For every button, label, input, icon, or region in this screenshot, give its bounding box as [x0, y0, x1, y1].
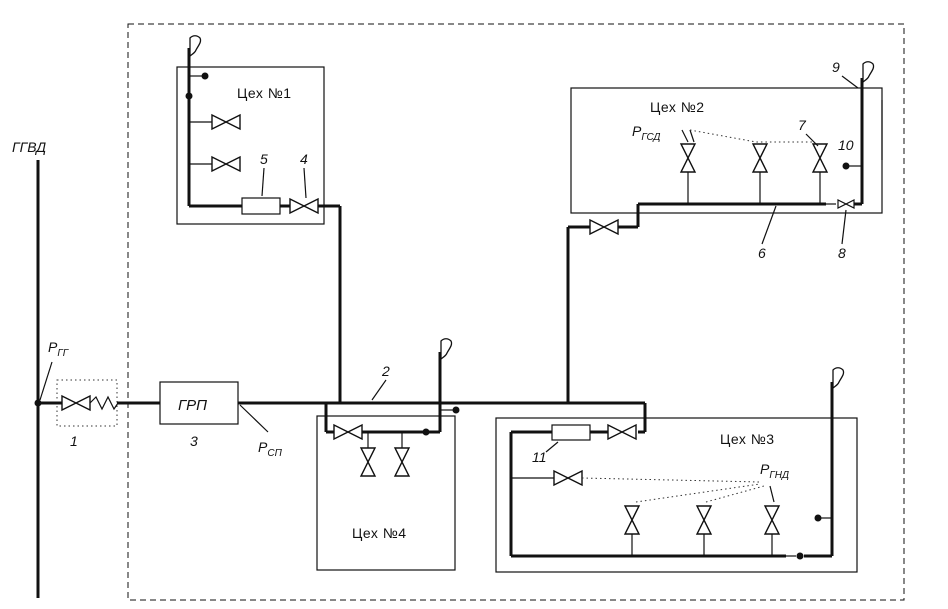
- label-1: 1: [70, 433, 78, 449]
- label-9: 9: [832, 59, 840, 75]
- label-8: 8: [838, 245, 846, 261]
- shop4-vent-flag-icon: [440, 338, 453, 360]
- label-7: 7: [798, 117, 807, 133]
- p-gg-leader: [39, 361, 53, 401]
- shop2-vent-flag-icon: [862, 61, 875, 83]
- label-4-leader: [303, 167, 307, 199]
- shop1-label: Цех №1: [237, 85, 292, 101]
- shop2-label: Цех №2: [650, 99, 705, 115]
- label-11: 11: [532, 449, 547, 465]
- shop4-valve-icon: [333, 424, 363, 440]
- enterprise-boundary: [127, 23, 905, 601]
- label-5-leader: [261, 167, 265, 197]
- shop1-sampler-icon: [185, 92, 193, 100]
- shop2-valve-8-icon: [837, 199, 855, 209]
- shop4-burner-valve-1-icon: [360, 447, 376, 477]
- shop4-gauge-icon: [422, 428, 430, 436]
- shop2-box: [570, 87, 883, 214]
- shop1-burner-valve-2-icon: [211, 114, 241, 130]
- p-gsd-dotted-link: [689, 129, 812, 143]
- p-gnd-dotted-2: [705, 485, 765, 503]
- shop3-burner-valve-3-icon: [764, 505, 780, 535]
- expansion-joint-icon: [89, 395, 119, 411]
- shop3-meter-11-icon: [551, 424, 591, 441]
- shop2-burner-valve-1-icon: [680, 143, 696, 173]
- p-sp-leader: [239, 404, 269, 433]
- shop1-burner-valve-1-icon: [211, 156, 241, 172]
- label-5: 5: [260, 151, 268, 167]
- main-line-label: ГГВД: [12, 139, 46, 155]
- p-gnd-dotted-1: [635, 483, 761, 503]
- p-gnd-leader: [769, 485, 775, 503]
- label-7-leader: [805, 133, 819, 147]
- label-3: 3: [190, 433, 198, 449]
- inlet-valve-icon: [61, 395, 91, 411]
- shop1-meter-5-icon: [241, 197, 281, 215]
- shop1-vent-flag-icon: [189, 35, 202, 57]
- shop2-burner-valve-3-icon: [812, 143, 828, 173]
- shop3-vent-flag-icon: [832, 367, 845, 389]
- shop4-box: [316, 415, 456, 571]
- shop1-valve-4-icon: [289, 198, 319, 214]
- label-8-leader: [841, 209, 847, 245]
- shop1-box: [176, 66, 325, 225]
- p-gsd-leader-2: [689, 129, 695, 143]
- p-gnd-label: PГНД: [760, 461, 789, 481]
- label-2-leader: [371, 379, 387, 401]
- p-gg-label: PГГ: [48, 339, 70, 359]
- shop4-gauge-2-icon: [452, 406, 460, 414]
- shop3-box: [495, 417, 858, 573]
- shop3-burner-valve-1-icon: [624, 505, 640, 535]
- shop3-side-valve-icon: [553, 470, 583, 486]
- shop2-gauge-10-icon: [842, 162, 850, 170]
- label-4: 4: [300, 151, 308, 167]
- shop3-outlet-gauge-icon: [796, 552, 804, 560]
- shop2-inlet-valve-icon: [589, 219, 619, 235]
- label-11-leader: [545, 441, 559, 453]
- shop3-side-dotted: [581, 477, 761, 483]
- label-2: 2: [381, 363, 390, 379]
- label-10: 10: [838, 137, 854, 153]
- shop3-gauge-icon: [814, 514, 822, 522]
- label-6-leader: [761, 205, 777, 245]
- grp-label: ГРП: [178, 397, 207, 414]
- shop3-inlet-valve-icon: [607, 424, 637, 440]
- p-gsd-label: PГСД: [632, 123, 660, 143]
- shop4-label: Цех №4: [352, 525, 407, 541]
- p-gsd-leader-1: [681, 129, 689, 143]
- shop1-gauge-icon: [201, 72, 209, 80]
- p-sp-label: PСП: [258, 439, 283, 459]
- label-9-leader: [841, 75, 859, 89]
- label-6: 6: [758, 245, 766, 261]
- shop3-burner-valve-2-icon: [696, 505, 712, 535]
- shop4-burner-valve-2-icon: [394, 447, 410, 477]
- shop2-burner-valve-2-icon: [752, 143, 768, 173]
- shop3-label: Цех №3: [720, 431, 775, 447]
